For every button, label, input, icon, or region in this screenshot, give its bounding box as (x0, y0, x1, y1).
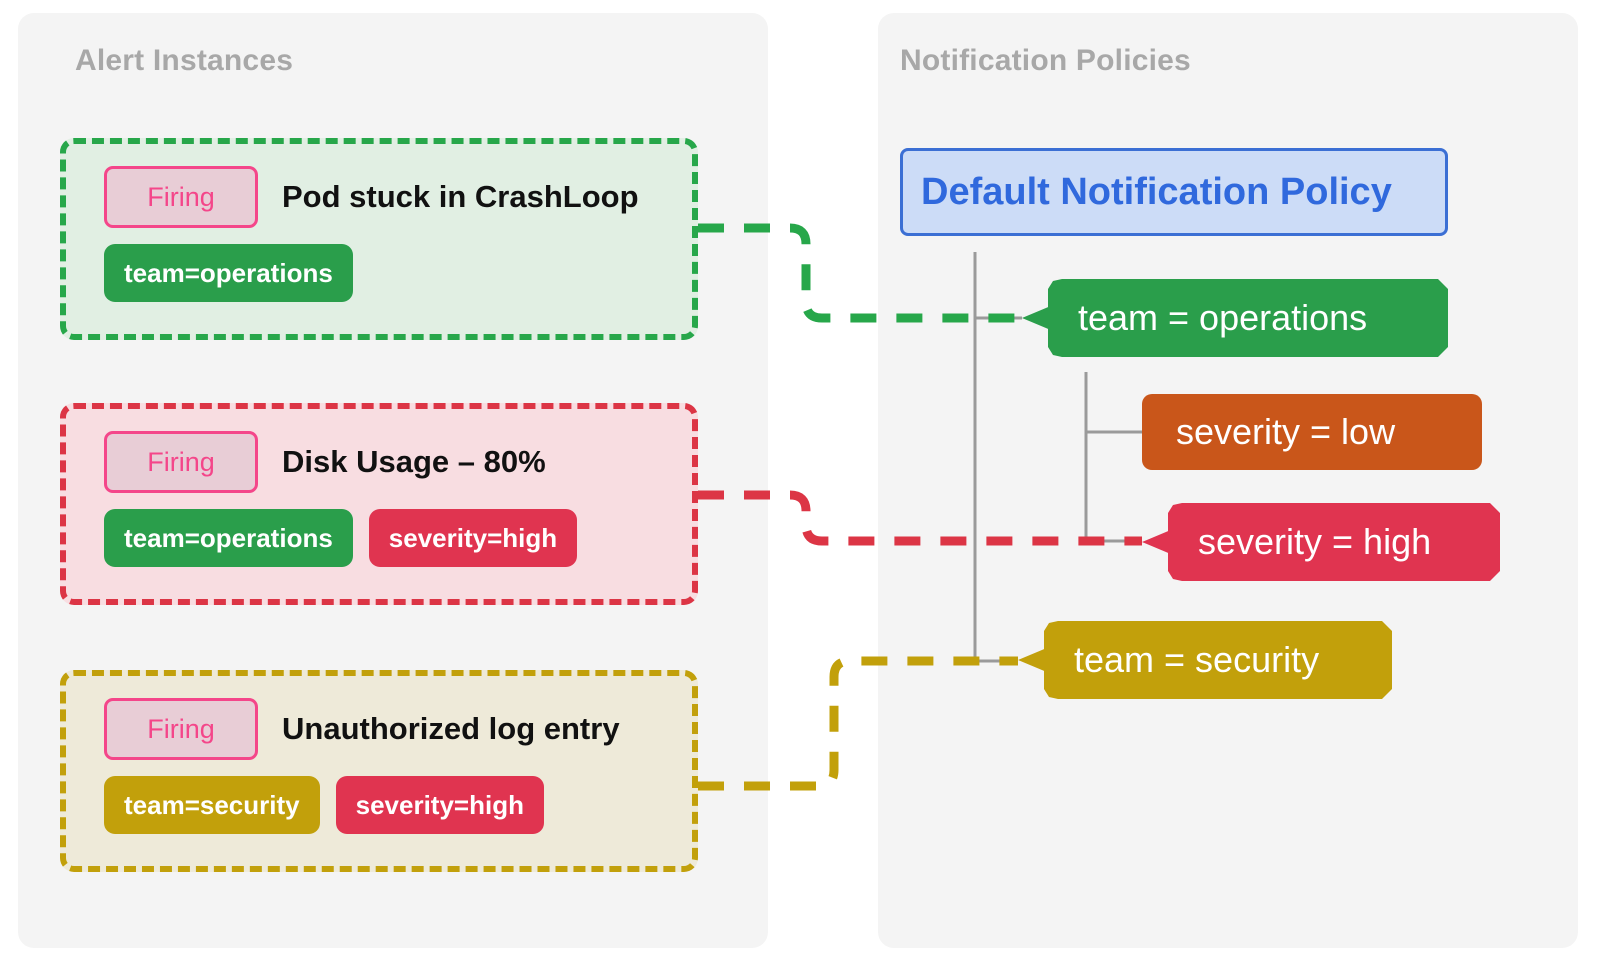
alert-instance-card[interactable]: Firing Disk Usage – 80% team=operations … (60, 403, 698, 605)
alert-label-tag: severity=high (335, 776, 544, 834)
policy-matcher-team-operations[interactable]: team = operations (1022, 279, 1448, 357)
alert-title: Unauthorized log entry (282, 711, 620, 746)
policy-matcher-team-security[interactable]: team = security (1018, 621, 1392, 699)
status-badge: Firing (104, 166, 258, 228)
alert-label-tag: team=operations (104, 244, 353, 302)
alert-label-tag: team=operations (104, 509, 353, 567)
alert-title: Pod stuck in CrashLoop (282, 179, 639, 214)
alert-label-tag: severity=high (368, 509, 578, 567)
alert-card-header: Firing Unauthorized log entry (104, 698, 668, 760)
alert-instance-card[interactable]: Firing Pod stuck in CrashLoop team=opera… (60, 138, 698, 340)
alert-title: Disk Usage – 80% (282, 444, 546, 479)
policy-matcher-severity-low[interactable]: severity = low (1142, 394, 1482, 470)
alert-label-row: team=security severity=high (104, 776, 668, 834)
alert-instances-title: Alert Instances (75, 44, 294, 77)
alert-label-row: team=operations severity=high (104, 509, 668, 567)
status-badge: Firing (104, 698, 258, 760)
alert-instance-card[interactable]: Firing Unauthorized log entry team=secur… (60, 670, 698, 872)
status-badge: Firing (104, 431, 258, 493)
alert-card-header: Firing Pod stuck in CrashLoop (104, 166, 668, 228)
notification-policies-title: Notification Policies (900, 44, 1191, 77)
default-notification-policy-node[interactable]: Default Notification Policy (900, 148, 1448, 236)
alert-label-row: team=operations (104, 244, 668, 302)
alert-card-header: Firing Disk Usage – 80% (104, 431, 668, 493)
alert-label-tag: team=security (104, 776, 320, 834)
policy-matcher-severity-high[interactable]: severity = high (1142, 503, 1500, 581)
